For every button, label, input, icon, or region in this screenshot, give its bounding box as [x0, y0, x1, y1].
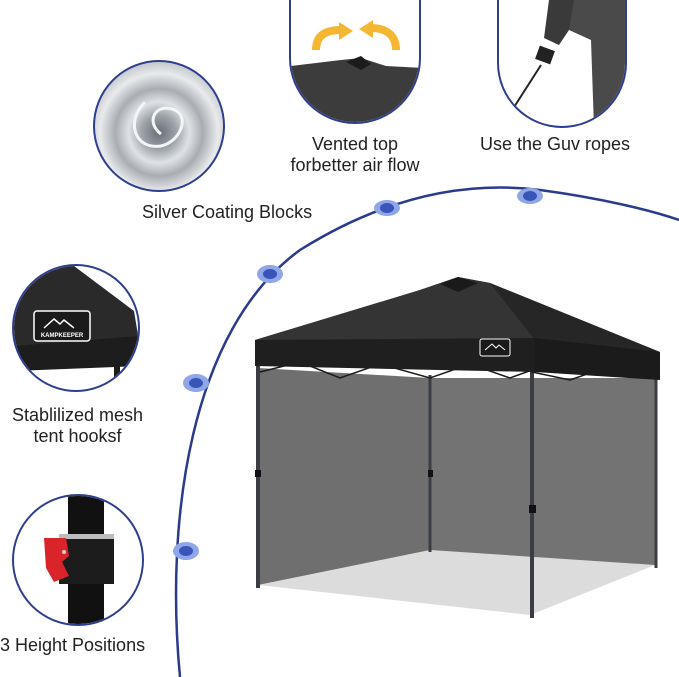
silver-coating-circle: [93, 60, 225, 192]
red-lock-lever-icon: [44, 538, 69, 582]
vented-top-caption: Vented top forbetter air flow: [285, 134, 425, 176]
height-positions-caption: 3 Height Positions: [0, 635, 160, 656]
vent-illustration: [291, 20, 419, 122]
vented-top-circle: [289, 0, 421, 124]
guy-ropes-caption: Use the Guv ropes: [470, 134, 640, 155]
caption-line: Stablilized mesh: [11, 405, 144, 425]
logo-text: KAMPKEEPER: [41, 333, 84, 339]
arc-dot-3: [257, 265, 283, 283]
airflow-arrow-left-icon: [312, 26, 342, 51]
arc-dot-4: [183, 374, 209, 392]
guy-rope-illustration: [508, 0, 625, 126]
height-positions-circle: [12, 494, 144, 626]
caption-line: 3 Height Positions: [0, 635, 146, 655]
caption-line: Vented top: [311, 134, 399, 154]
guy-ropes-circle: [497, 0, 627, 128]
caption-line: Use the Guv ropes: [479, 134, 631, 154]
height-lock-illustration: [44, 496, 114, 624]
canopy-corner-illustration: KAMPKEEPER: [14, 266, 138, 390]
caption-line: forbetter air flow: [290, 155, 420, 175]
arc-dot-5: [173, 542, 199, 560]
fabric-swirl-icon: [133, 100, 184, 148]
mesh-hooks-circle: KAMPKEEPER: [12, 264, 140, 392]
caption-line: Silver Coating Blocks: [142, 202, 313, 222]
arc-dot-2: [517, 188, 543, 204]
arc-dot-1: [374, 200, 400, 216]
airflow-arrow-right-icon: [370, 24, 400, 51]
caption-line: tent hooksf: [33, 426, 122, 446]
mesh-hooks-caption: Stablilized mesh tent hooksf: [0, 405, 155, 447]
silver-coating-caption: Silver Coating Blocks: [142, 202, 312, 223]
